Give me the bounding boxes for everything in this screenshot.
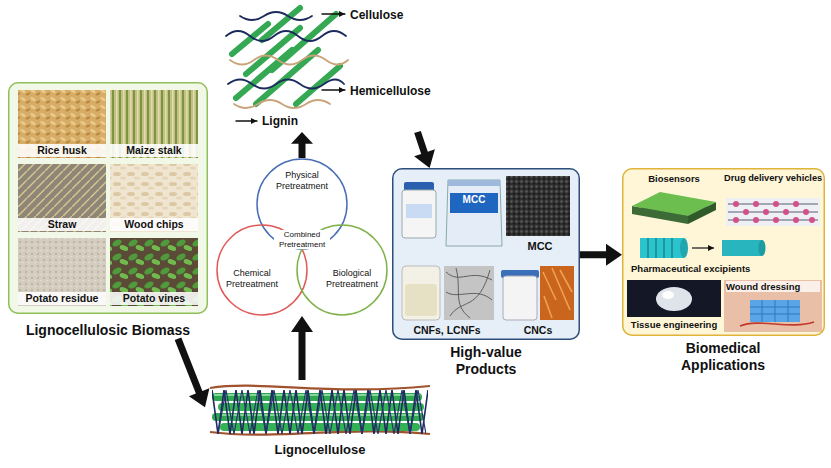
product-tile: CNCs	[500, 262, 576, 338]
photo-tile: Potato vines	[110, 238, 198, 306]
application-tile: Drug delivery vehicles	[724, 172, 822, 228]
circle-label: Physical Pretreatment	[272, 170, 332, 192]
product-pictures	[402, 176, 574, 320]
venn-group: Combined Pretreatment Physical Pretreatme…	[214, 158, 390, 316]
flow-arrow	[175, 338, 210, 408]
tile-label: Potato residue	[18, 292, 106, 305]
panel-grounds	[8, 82, 825, 340]
flow-arrow	[580, 244, 622, 266]
panel-title: Lignocellulosic Biomass	[8, 322, 208, 339]
component-label: Lignin	[262, 114, 342, 128]
text-slot: Straw	[18, 218, 106, 231]
illustration-box: Lignocellulose	[205, 380, 435, 438]
flow-arrow	[414, 131, 435, 168]
text-slot: Biomedical Applications	[663, 340, 783, 374]
product-tile: MCC MCC	[398, 172, 574, 258]
product-panel: High-value ProductsMCCMCCCNFs, LCNFsCNCs	[392, 168, 580, 340]
application-panel: Biomedical ApplicationsBiosensorsDrug de…	[622, 168, 825, 336]
text-slot: MCC	[450, 194, 498, 206]
text-slot: Potato residue	[18, 292, 106, 305]
application-pictures	[627, 192, 822, 332]
text-slot: Lignin	[262, 114, 342, 128]
component-label: Cellulose	[350, 8, 450, 22]
text-slot: Biosensors	[627, 173, 721, 184]
panel-title: Biomedical Applications	[663, 340, 783, 374]
illustration-title: Lignocellulose	[205, 442, 435, 458]
text-slot: Hemicellulose	[350, 84, 450, 98]
product-label: CNCs	[500, 324, 576, 337]
photo-tile: Maize stalk	[110, 90, 198, 158]
text-slot: Physical Pretreatment	[272, 170, 332, 192]
text-slot: Wood chips	[110, 218, 198, 231]
package-label: MCC	[450, 194, 498, 206]
tile-label: Wood chips	[110, 218, 198, 231]
photo-tile: Rice husk	[18, 90, 106, 158]
text-slot: MCC	[506, 240, 574, 253]
text-slot: CNFs, LCNFs	[398, 324, 496, 337]
panel-title: High-value Products	[431, 344, 541, 378]
product-tile: CNFs, LCNFs	[398, 262, 496, 338]
tile-label: Potato vines	[110, 292, 198, 305]
text-slot: Tissue engineering	[627, 319, 721, 330]
tile-label: Tissue engineering	[627, 319, 721, 330]
text-slot: CNCs	[500, 324, 576, 337]
text-slot: Chemical Pretreatment	[222, 268, 282, 290]
tile-label: Pharmaceutical excipients	[631, 263, 816, 274]
tile-label: Biosensors	[627, 173, 721, 184]
text-slot: Drug delivery vehicles	[724, 173, 822, 184]
illustration-box: CelluloseHemicelluloseLignin	[222, 2, 452, 132]
application-tile: Pharmaceutical excipients	[627, 232, 820, 276]
tile-label: Straw	[18, 218, 106, 231]
product-label: CNFs, LCNFs	[398, 324, 496, 337]
application-tile: Wound dressing	[724, 280, 822, 332]
product-label: MCC	[506, 240, 574, 253]
photo-tile: Wood chips	[110, 164, 198, 232]
text-slot: Combined Pretreatment	[274, 230, 330, 249]
text-slot: Pharmaceutical excipients	[631, 263, 816, 274]
venn-center-label: Combined Pretreatment	[274, 230, 330, 249]
text-slot: Lignocellulose	[205, 442, 435, 458]
circle-label: Biological Pretreatment	[322, 268, 382, 290]
text-slot: Cellulose	[350, 8, 450, 22]
text-slot: Potato vines	[110, 292, 198, 305]
tile-label: Rice husk	[18, 144, 106, 157]
tile-label: Wound dressing	[726, 281, 820, 292]
text-slot: Maize stalk	[110, 144, 198, 157]
text-slot: Rice husk	[18, 144, 106, 157]
photo-tile: Straw	[18, 164, 106, 232]
circle-label: Chemical Pretreatment	[222, 268, 282, 290]
text-slot: Lignocellulosic Biomass	[8, 322, 208, 339]
flow-arrow	[291, 132, 313, 158]
application-tile: Biosensors	[627, 172, 721, 228]
biomass-panel: Lignocellulosic BiomassRice huskMaize st…	[8, 82, 208, 314]
flow-arrow	[291, 316, 313, 380]
biomass-photos	[18, 90, 198, 306]
application-tile: Tissue engineering	[627, 280, 721, 332]
photo-tile: Potato residue	[18, 238, 106, 306]
text-slot: High-value Products	[431, 344, 541, 378]
text-slot: Wound dressing	[726, 281, 820, 292]
tile-label: Maize stalk	[110, 144, 198, 157]
tile-label: Drug delivery vehicles	[724, 173, 822, 184]
text-slot: Biological Pretreatment	[322, 268, 382, 290]
lignocellulose-drawing	[210, 386, 430, 435]
component-label: Hemicellulose	[350, 84, 450, 98]
fibril-drawing	[226, 8, 348, 121]
